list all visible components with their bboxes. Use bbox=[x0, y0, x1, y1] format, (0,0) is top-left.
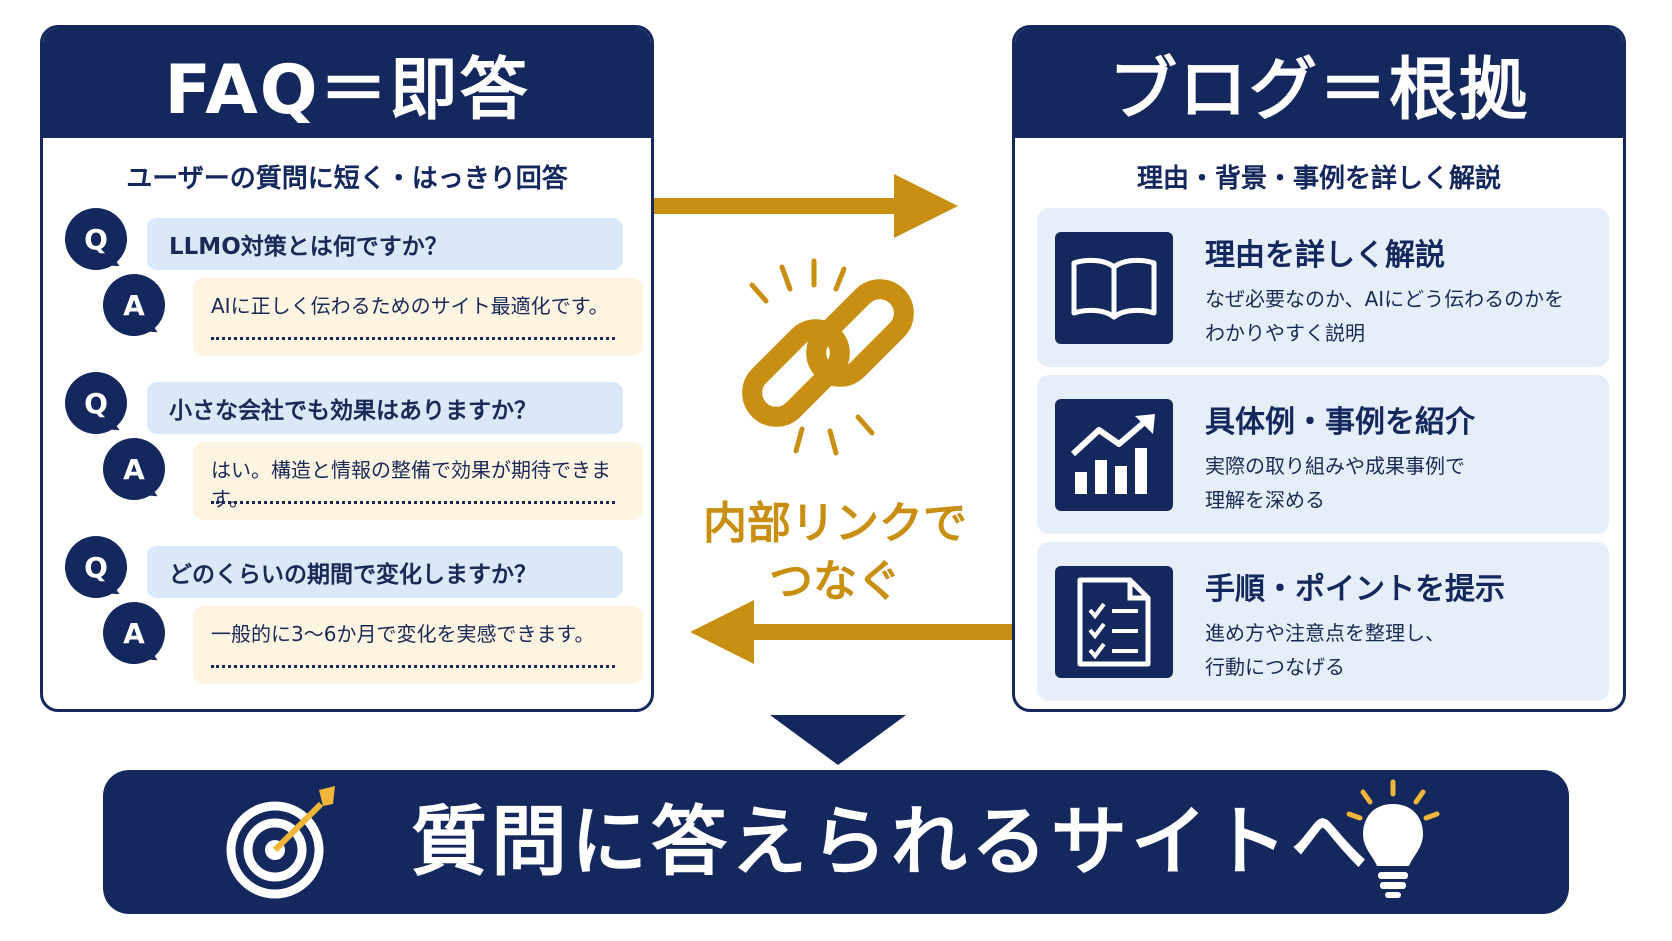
blog-card-desc-line: 実際の取り組みや成果事例で bbox=[1205, 454, 1465, 478]
internal-link-label: 内部リンクで つなぐ bbox=[690, 495, 980, 611]
blog-card-desc-line: 理解を深める bbox=[1205, 488, 1325, 512]
blog-panel: ブログ＝根拠 理由・背景・事例を詳しく解説 理由を詳しく解説 なぜ必要なのか、A… bbox=[1012, 25, 1626, 712]
answer-badge: A bbox=[103, 438, 165, 500]
answer-box: AIに正しく伝わるためのサイト最適化です。 bbox=[193, 278, 643, 356]
blog-list: 理由を詳しく解説 なぜ必要なのか、AIにどう伝わるのかを わかりやすく説明 具体… bbox=[1037, 208, 1609, 709]
arrow-left-icon bbox=[690, 600, 1012, 664]
blog-card-reason: 理由を詳しく解説 なぜ必要なのか、AIにどう伝わるのかを わかりやすく説明 bbox=[1037, 208, 1609, 367]
question-text: 小さな会社でも効果はありますか？ bbox=[147, 382, 623, 434]
dotted-line bbox=[211, 337, 615, 340]
dotted-line bbox=[211, 665, 615, 668]
book-icon bbox=[1055, 232, 1173, 344]
blog-card-description: 実際の取り組みや成果事例で 理解を深める bbox=[1205, 449, 1605, 517]
blog-card-desc-line: わかりやすく説明 bbox=[1205, 321, 1365, 345]
bottom-banner: 質問に答えられるサイトへ bbox=[103, 770, 1569, 914]
blog-card-desc-line: 行動につなげる bbox=[1205, 655, 1345, 679]
question-badge: Q bbox=[65, 208, 127, 270]
answer-text: 一般的に3〜6か月で変化を実感できます。 bbox=[211, 622, 595, 646]
blog-card-description: なぜ必要なのか、AIにどう伝わるのかを わかりやすく説明 bbox=[1205, 282, 1605, 350]
question-badge: Q bbox=[65, 372, 127, 434]
growth-chart-icon bbox=[1055, 399, 1173, 511]
faq-item: Q どのくらいの期間で変化しますか？ A 一般的に3〜6か月で変化を実感できます… bbox=[65, 536, 643, 700]
blog-card-steps: 手順・ポイントを提示 進め方や注意点を整理し、 行動につなげる bbox=[1037, 542, 1609, 701]
blog-title: ブログ＝根拠 bbox=[1015, 28, 1623, 138]
bottom-message: 質問に答えられるサイトへ bbox=[411, 797, 1371, 886]
blog-card-desc-line: 進め方や注意点を整理し、 bbox=[1205, 621, 1445, 645]
blog-card-title: 理由を詳しく解説 bbox=[1205, 238, 1445, 273]
faq-list: Q LLMO対策とは何ですか？ A AIに正しく伝わるためのサイト最適化です。 … bbox=[65, 208, 643, 700]
blog-card-examples: 具体例・事例を紹介 実際の取り組みや成果事例で 理解を深める bbox=[1037, 375, 1609, 534]
internal-link-label-line: 内部リンクで bbox=[703, 498, 967, 549]
checklist-icon bbox=[1055, 566, 1173, 678]
blog-card-title: 手順・ポイントを提示 bbox=[1205, 572, 1505, 607]
internal-link-label-line: つなぐ bbox=[769, 556, 901, 607]
blog-subtitle: 理由・背景・事例を詳しく解説 bbox=[1136, 164, 1501, 194]
target-icon bbox=[226, 786, 335, 899]
question-badge: Q bbox=[65, 536, 127, 598]
lightbulb-icon bbox=[1346, 779, 1440, 898]
question-text: LLMO対策とは何ですか？ bbox=[147, 218, 623, 270]
answer-badge: A bbox=[103, 602, 165, 664]
blog-card-description: 進め方や注意点を整理し、 行動につなげる bbox=[1205, 616, 1605, 684]
faq-subtitle: ユーザーの質問に短く・はっきり回答 bbox=[126, 164, 568, 194]
answer-text: AIに正しく伝わるためのサイト最適化です。 bbox=[211, 294, 609, 318]
answer-badge: A bbox=[103, 274, 165, 336]
faq-panel: FAQ＝即答 ユーザーの質問に短く・はっきり回答 Q LLMO対策とは何ですか？… bbox=[40, 25, 654, 712]
blog-card-title: 具体例・事例を紹介 bbox=[1205, 405, 1475, 440]
answer-text: はい。構造と情報の整備で効果が期待できます。 bbox=[211, 458, 611, 511]
faq-item: Q 小さな会社でも効果はありますか？ A はい。構造と情報の整備で効果が期待でき… bbox=[65, 372, 643, 536]
dotted-line bbox=[211, 501, 615, 504]
chain-link-icon bbox=[742, 258, 914, 456]
answer-box: はい。構造と情報の整備で効果が期待できます。 bbox=[193, 442, 643, 520]
faq-title: FAQ＝即答 bbox=[43, 28, 651, 138]
blog-card-desc-line: なぜ必要なのか、AIにどう伝わるのかを bbox=[1205, 287, 1565, 311]
down-arrow-icon bbox=[770, 715, 906, 765]
answer-box: 一般的に3〜6か月で変化を実感できます。 bbox=[193, 606, 643, 684]
arrow-right-icon bbox=[654, 174, 958, 238]
question-text: どのくらいの期間で変化しますか？ bbox=[147, 546, 623, 598]
faq-item: Q LLMO対策とは何ですか？ A AIに正しく伝わるためのサイト最適化です。 bbox=[65, 208, 643, 372]
